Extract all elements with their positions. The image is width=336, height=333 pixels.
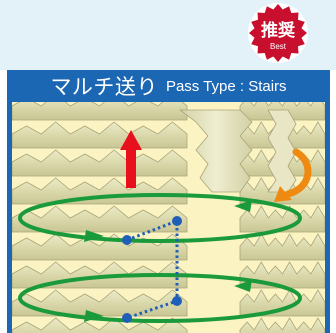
thread-tooth bbox=[12, 121, 188, 149]
thread-tooth bbox=[12, 289, 188, 317]
stair-pass-path bbox=[122, 216, 182, 323]
badge-sub-label: Best bbox=[270, 42, 287, 51]
pass-point bbox=[122, 235, 132, 245]
badge-burst-shape bbox=[249, 4, 307, 62]
thread-teeth-left bbox=[12, 102, 188, 333]
recommended-badge: 推奨 Best bbox=[248, 3, 308, 63]
thread-bore bbox=[178, 109, 253, 193]
panel-title: マルチ送り bbox=[50, 76, 158, 99]
badge-label: 推奨 bbox=[261, 20, 296, 41]
thread-tooth bbox=[12, 149, 188, 177]
thread-body bbox=[12, 102, 325, 333]
pass-point bbox=[172, 216, 182, 226]
thread-tooth bbox=[239, 317, 325, 333]
thread-tooth bbox=[239, 233, 325, 261]
thread-tooth bbox=[12, 317, 188, 333]
orange-curved-arrow-icon bbox=[274, 148, 312, 202]
thread-tooth bbox=[239, 289, 325, 317]
thread-illustration bbox=[12, 102, 325, 333]
panel-subtitle: Pass Type : Stairs bbox=[165, 77, 287, 95]
panel-title-bar: マルチ送り Pass Type : Stairs bbox=[7, 70, 330, 102]
tool-path-lower bbox=[18, 273, 302, 323]
red-up-arrow-icon bbox=[120, 130, 142, 188]
thread-tooth bbox=[12, 205, 188, 233]
thread-diagram bbox=[12, 102, 325, 333]
pass-type-panel: マルチ送り Pass Type : Stairs bbox=[7, 70, 330, 333]
pass-point bbox=[172, 296, 182, 306]
tool-path-upper bbox=[18, 193, 302, 243]
pass-point bbox=[122, 313, 132, 323]
